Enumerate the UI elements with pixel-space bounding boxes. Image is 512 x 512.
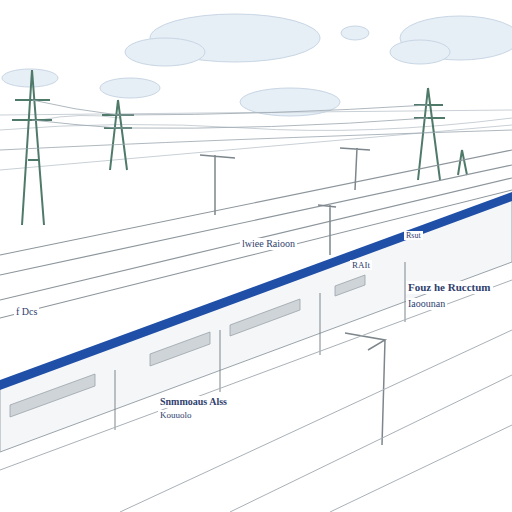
label-text: f Dcs [14, 306, 39, 318]
label-text: Iaoounan [406, 298, 447, 310]
label-text: lwiee Raioon [240, 238, 297, 250]
label-text: Rsut [404, 231, 423, 240]
label-text: Kouuolo [158, 410, 194, 420]
train-body [0, 196, 512, 452]
label-text: Snmmoaus Alss [158, 396, 229, 408]
overhead-wires [0, 100, 512, 150]
train-windows [10, 275, 365, 417]
label-text: Fouz he Rucctum [406, 281, 493, 294]
clouds [2, 14, 512, 116]
tracks [0, 280, 512, 512]
label-text: RAIt [350, 260, 372, 270]
train-doors [115, 262, 405, 430]
power-pylons [12, 70, 467, 225]
train-stripe [0, 192, 512, 390]
